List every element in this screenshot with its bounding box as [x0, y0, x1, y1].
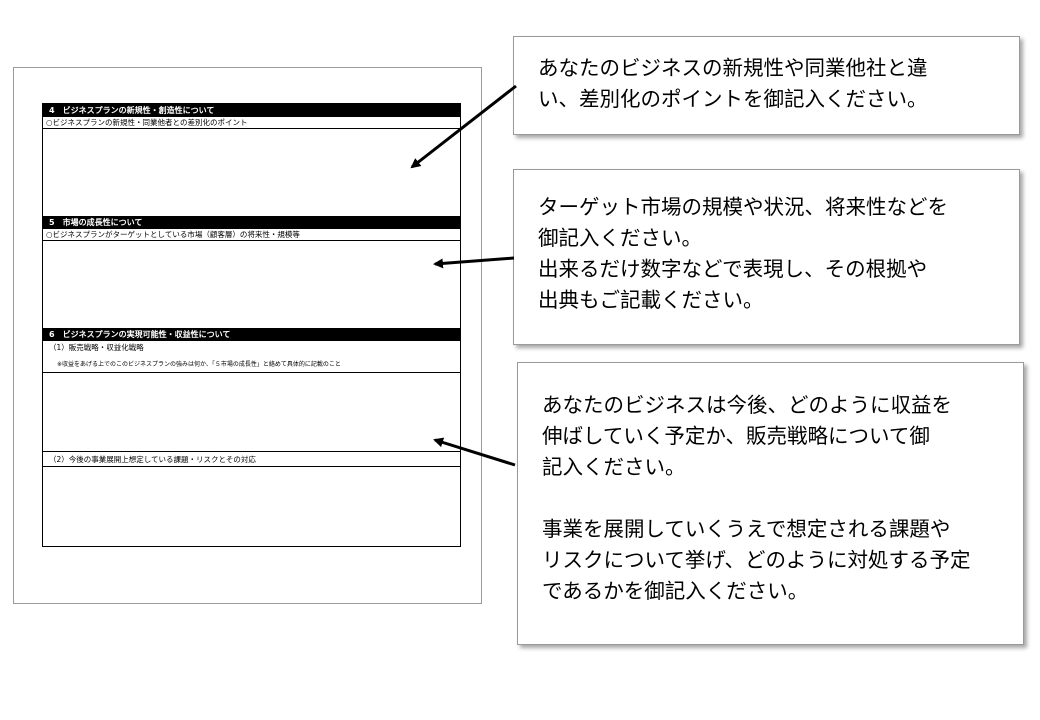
- callout-feasibility: あなたのビジネスは今後、どのように収益を 伸ばしていく予定か、販売戦略について御…: [517, 362, 1024, 645]
- callout-text: あなたのビジネスは今後、どのように収益を: [542, 393, 952, 417]
- callout-text: 記入ください。: [542, 455, 686, 479]
- section5-prompt: ○ビジネスプランがターゲットとしている市場（顧客層）の将来性・規模等: [43, 229, 460, 241]
- callout-text: 事業を展開していくうえで想定される課題や: [542, 517, 951, 541]
- divider: [43, 372, 460, 373]
- callout-text: 出来るだけ数字などで表現し、その根拠や: [538, 257, 928, 281]
- divider: [43, 466, 460, 467]
- callout-text: 御記入ください。: [538, 226, 702, 250]
- arrow-3: [433, 437, 516, 467]
- callout-text: い、差別化のポイントを御記入ください。: [538, 87, 928, 111]
- callout-text: であるかを御記入ください。: [542, 579, 809, 603]
- section6-sub1: （1）販売戦略・収益化戦略: [49, 343, 144, 352]
- callout-text: 出典もご記載ください。: [538, 288, 764, 312]
- callout-text: ターゲット市場の規模や状況、将来性などを: [538, 195, 948, 219]
- section4-prompt: ○ビジネスプランの新規性・同業他者との差別化のポイント: [43, 117, 460, 129]
- callout-novelty: あなたのビジネスの新規性や同業他社と違 い、差別化のポイントを御記入ください。: [513, 36, 1020, 135]
- arrow-2: [433, 256, 515, 269]
- callout-market: ターゲット市場の規模や状況、将来性などを 御記入ください。 出来るだけ数字などで…: [513, 169, 1020, 345]
- section5-heading: 5 市場の成長性について: [43, 216, 460, 229]
- section6-heading: 6 ビジネスプランの実現可能性・収益性について: [43, 328, 460, 341]
- section6-note1: ※収益をあげる上でのこのビジネスプランの強みは何か、「５市場の成長性」と絡めて具…: [57, 361, 341, 368]
- callout-text: リスクについて挙げ、どのように対処する予定: [542, 548, 971, 572]
- section6-sub2: （2）今後の事業展開上想定している課題・リスクとその対応: [49, 455, 256, 464]
- arrow-1: [410, 84, 517, 169]
- callout-text: あなたのビジネスの新規性や同業他社と違: [538, 56, 928, 80]
- business-plan-form: 4 ビジネスプランの新規性・創造性について ○ビジネスプランの新規性・同業他者と…: [42, 103, 461, 547]
- callout-text: 伸ばしていく予定か、販売戦略について御: [542, 424, 930, 448]
- section4-heading: 4 ビジネスプランの新規性・創造性について: [43, 104, 460, 117]
- divider: [43, 451, 460, 452]
